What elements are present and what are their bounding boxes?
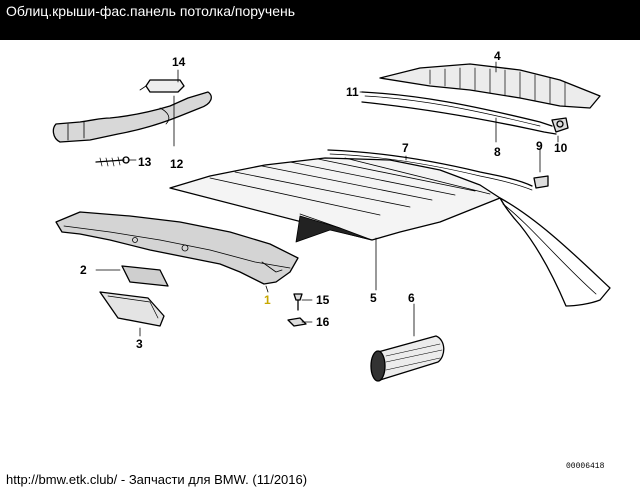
callout-9: 9 (536, 139, 543, 153)
part-nut-clip-16[interactable] (287, 317, 307, 327)
part-cover-cap[interactable] (139, 79, 185, 93)
part-clip-10[interactable] (551, 117, 569, 133)
title-bar: Облиц.крыши-фас.панель потолка/поручень (0, 0, 640, 40)
part-headliner[interactable] (169, 157, 611, 307)
footer-text: http://bmw.etk.club/ - Запчасти для BMW.… (6, 472, 308, 487)
part-seal-strip[interactable] (361, 91, 557, 135)
diagram-title: Облиц.крыши-фас.панель потолка/поручень (6, 3, 296, 19)
callout-3: 3 (136, 337, 143, 351)
part-screw-13[interactable] (95, 156, 130, 167)
callout-8: 8 (494, 145, 501, 159)
part-grab-handle[interactable] (52, 91, 212, 143)
parts-diagram: 1 2 3 4 5 6 7 8 9 10 11 12 13 14 15 16 (52, 49, 611, 382)
callout-16: 16 (316, 315, 330, 329)
part-material-roll[interactable] (370, 335, 445, 382)
drawing-code: 00006418 (566, 462, 605, 471)
callout-6: 6 (408, 291, 415, 305)
callout-2: 2 (80, 263, 87, 277)
callout-10: 10 (554, 141, 568, 155)
callout-12: 12 (170, 157, 184, 171)
callout-11: 11 (346, 85, 359, 99)
part-roof-rail-strip[interactable] (327, 149, 533, 191)
part-clip-9[interactable] (533, 175, 549, 189)
part-front-headliner-panel[interactable] (55, 211, 299, 285)
callout-15: 15 (316, 293, 330, 307)
callout-1: 1 (264, 293, 271, 307)
callout-4: 4 (494, 49, 501, 63)
callout-14: 14 (172, 55, 186, 69)
part-screw-15[interactable] (293, 293, 303, 311)
part-visor-3[interactable] (99, 291, 165, 327)
callout-5: 5 (370, 291, 377, 305)
part-front-roof-panel[interactable] (379, 63, 601, 109)
callout-7: 7 (402, 141, 409, 155)
callout-13: 13 (138, 155, 152, 169)
leader-lines (95, 61, 559, 337)
part-plate-2[interactable] (121, 265, 169, 287)
